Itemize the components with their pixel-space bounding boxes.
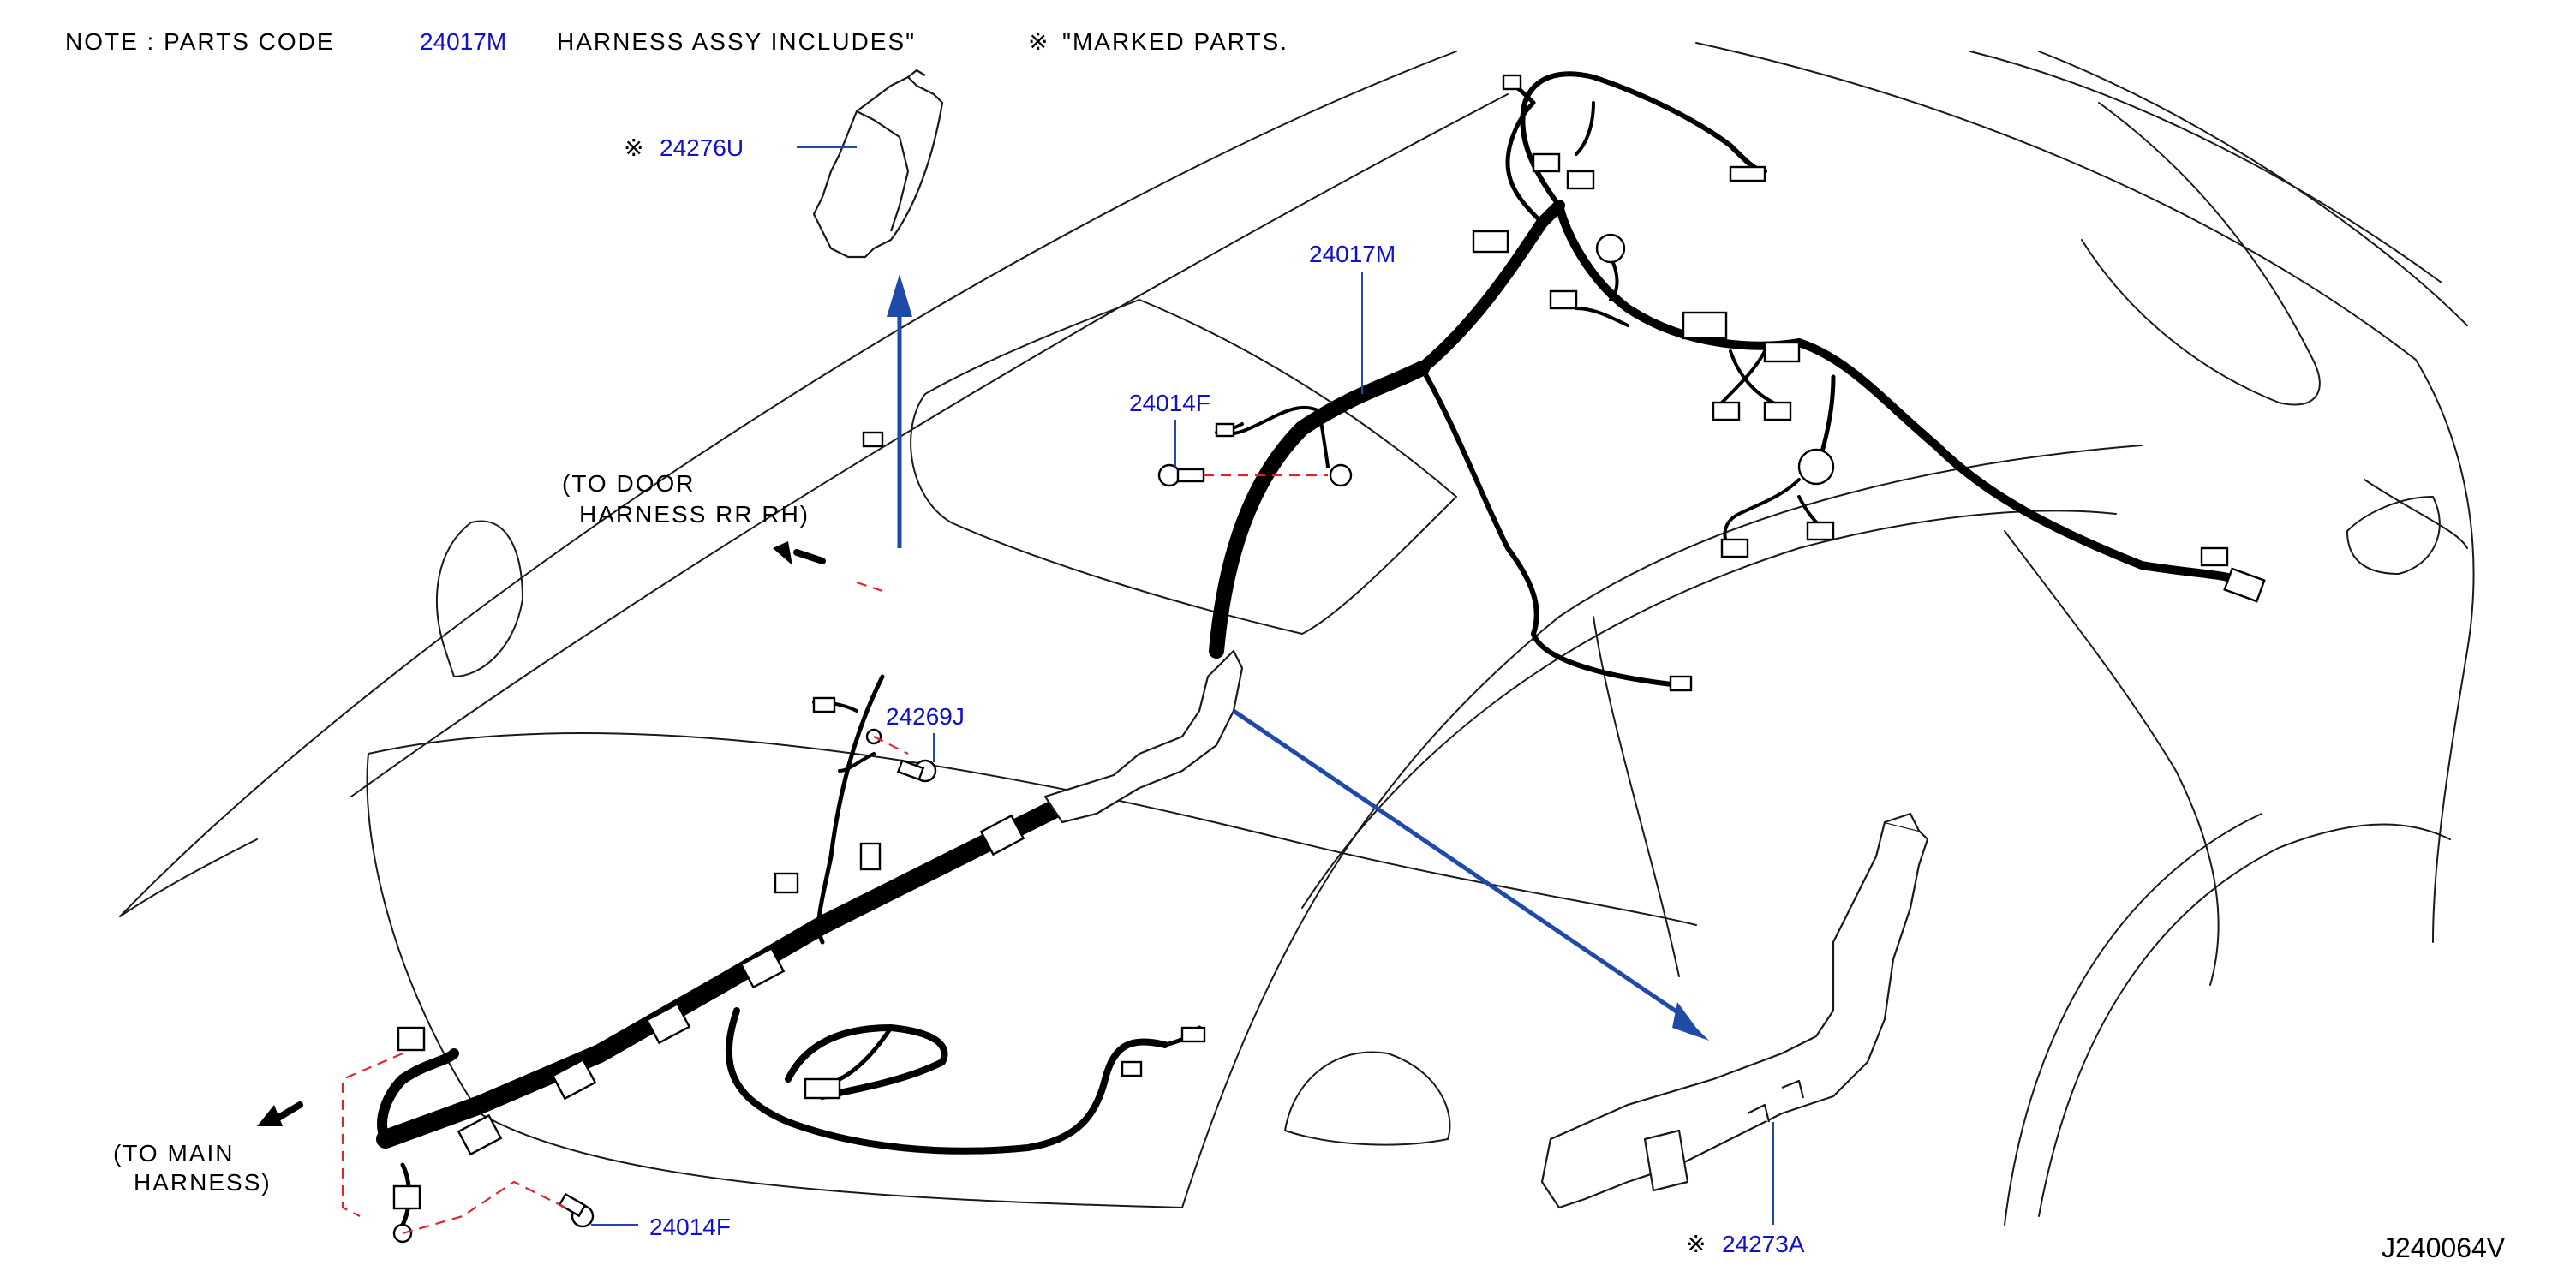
label-24276u: 24276U — [660, 134, 744, 161]
dashed-guides — [341, 474, 1328, 1235]
callout-main-line2: HARNESS) — [134, 1169, 272, 1196]
note-suffix: "MARKED PARTS. — [1062, 28, 1288, 55]
callout-main-line1: (TO MAIN — [113, 1140, 234, 1167]
label-24017m: 24017M — [1309, 241, 1396, 267]
note-mark: ※ — [1028, 27, 1048, 56]
harness-bracket-trim — [1043, 649, 1244, 824]
mark-24276u: ※ — [624, 134, 643, 162]
callout-door-line1: (TO DOOR — [562, 470, 695, 497]
note-prefix: NOTE : PARTS CODE — [65, 28, 335, 55]
arrowhead-diag-icon — [1672, 1002, 1709, 1041]
harness-clips — [392, 74, 2266, 1210]
label-24014f-top: 24014F — [1129, 390, 1210, 416]
note-code: 24017M — [420, 28, 506, 55]
direction-arrows — [257, 274, 1709, 1126]
part-24276u-bracket — [812, 69, 944, 259]
arrowhead-up-icon — [887, 274, 912, 317]
leader-lines — [591, 146, 1774, 1226]
mark-24273a: ※ — [1686, 1230, 1706, 1258]
bolt-24014f-top — [1157, 463, 1181, 487]
label-24273a: 24273A — [1722, 1231, 1805, 1257]
label-24269j: 24269J — [886, 703, 965, 730]
label-24014f-bottom: 24014F — [649, 1214, 731, 1240]
part-24273a-bracket — [1540, 812, 1929, 1209]
arrow-to-main-harness-icon — [257, 1101, 303, 1126]
arrow-to-24273a — [1232, 708, 1689, 1022]
diagram-code: J240064V — [2382, 1232, 2506, 1263]
arrow-to-door-harness-icon — [773, 541, 826, 565]
note-middle: HARNESS ASSY INCLUDES" — [557, 28, 916, 55]
callout-door-line2: HARNESS RR RH) — [579, 501, 810, 528]
vehicle-body-outline — [119, 42, 2475, 1226]
note-header: NOTE : PARTS CODE 24017M HARNESS ASSY IN… — [65, 27, 1288, 56]
